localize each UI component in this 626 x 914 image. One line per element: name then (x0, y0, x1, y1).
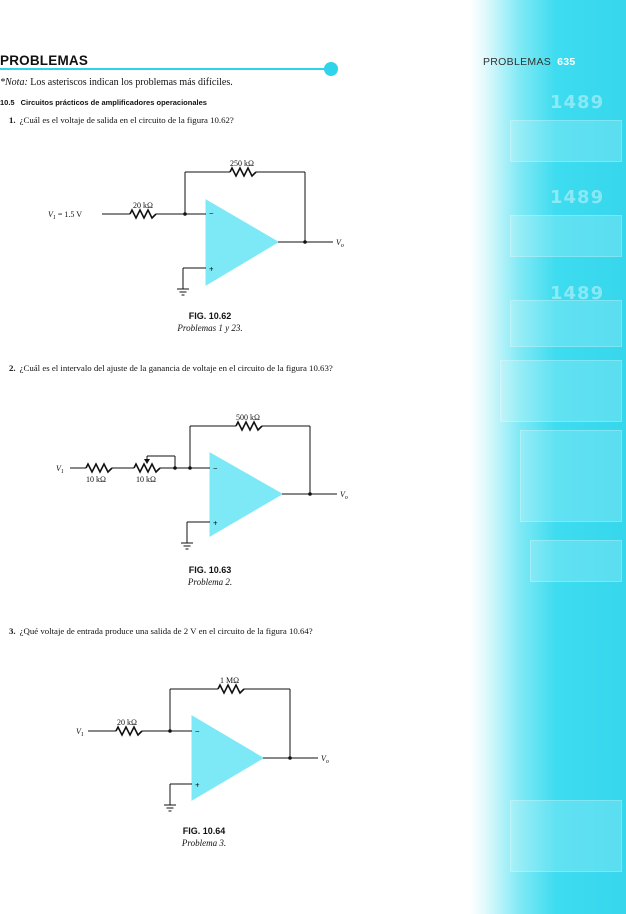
opamp-triangle (209, 452, 284, 537)
problem-1: 1.¿Cuál es el voltaje de salida en el ci… (9, 115, 234, 125)
title-rule (0, 68, 332, 70)
figure-caption: FIG. 10.64 (182, 826, 226, 836)
fig-10-62-circuit (102, 166, 333, 296)
output-voltage-label: Vo (321, 754, 329, 765)
problem-text: ¿Cuál es el intervalo del ajuste de la g… (19, 363, 333, 373)
feedback-resistor-label: 250 kΩ (230, 159, 254, 168)
junction-dot (303, 240, 307, 244)
problem-text: ¿Cuál es el voltaje de salida en el circ… (19, 115, 234, 125)
page-title: PROBLEMAS (0, 53, 89, 68)
resistor-zigzag (129, 208, 157, 220)
sidebar-chip-shape (500, 360, 622, 422)
junction-dot (308, 492, 312, 496)
fig-10-64-circuit (88, 683, 318, 812)
figure-subcaption: Problemas 1 y 23. (177, 323, 243, 333)
sidebar-chip-shape (510, 120, 622, 162)
junction-dot (168, 729, 172, 733)
input-voltage-label: V1 = 1.5 V (48, 210, 82, 221)
junction-dot (188, 466, 192, 470)
running-title: PROBLEMAS (483, 56, 552, 68)
note: *Nota: Los asteriscos indican los proble… (0, 77, 233, 88)
figure-subcaption: Problema 3. (181, 838, 227, 848)
output-voltage-label: Vo (336, 238, 344, 249)
noninverting-input-sign: + (209, 265, 214, 274)
problem-number: 2. (9, 363, 16, 373)
note-label: *Nota: (0, 77, 28, 88)
decorative-sidebar: 1489 1489 1489 (470, 0, 626, 914)
section-title: Circuitos prácticos de amplificadores op… (20, 98, 207, 107)
input-resistor-label: 20 kΩ (117, 718, 137, 727)
sidebar-chip-shape (520, 430, 622, 522)
note-text: Los asteriscos indican los problemas más… (27, 77, 233, 88)
problem-3: 3.¿Qué voltaje de entrada produce una sa… (9, 626, 313, 636)
sidebar-chip-number: 1489 (550, 92, 605, 113)
resistor-zigzag (85, 462, 113, 474)
potentiometer-zigzag (133, 462, 161, 474)
sidebar-chip-shape (510, 215, 622, 257)
inverting-input-sign: − (213, 464, 218, 473)
title-rule-dot (324, 62, 338, 76)
sidebar-chip-shape (510, 300, 622, 347)
resistor-zigzag (115, 725, 143, 737)
junction-dot (183, 212, 187, 216)
section-number: 10.5 (0, 98, 15, 107)
potentiometer-wiper (144, 459, 150, 464)
running-header: PROBLEMAS 635 (483, 56, 575, 68)
input-resistor-label: 10 kΩ (86, 475, 106, 484)
inverting-input-sign: − (195, 727, 200, 736)
feedback-resistor-label: 1 MΩ (220, 676, 239, 685)
figure-subcaption: Problema 2. (187, 577, 233, 587)
sidebar-chip-shape (510, 800, 622, 872)
resistor-zigzag (229, 166, 257, 178)
page-number: 635 (557, 56, 576, 68)
junction-dot (173, 466, 177, 470)
opamp-triangle (205, 199, 279, 286)
junction-dot (288, 756, 292, 760)
resistor-zigzag (217, 683, 245, 695)
figure-caption: FIG. 10.63 (188, 565, 232, 575)
inverting-input-sign: − (209, 209, 214, 218)
potentiometer-label: 10 kΩ (136, 475, 156, 484)
noninverting-input-sign: + (195, 781, 200, 790)
input-voltage-label: V1 (56, 464, 64, 475)
sidebar-chip-shape (530, 540, 622, 582)
problem-text: ¿Qué voltaje de entrada produce una sali… (19, 626, 313, 636)
output-voltage-label: Vo (340, 490, 348, 501)
section-heading: 10.5 Circuitos prácticos de amplificadore… (0, 98, 207, 107)
resistor-zigzag (235, 420, 263, 432)
problem-2: 2.¿Cuál es el intervalo del ajuste de la… (9, 363, 333, 373)
problem-number: 1. (9, 115, 16, 125)
feedback-resistor-label: 500 kΩ (236, 413, 260, 422)
figure-caption: FIG. 10.62 (188, 311, 232, 321)
input-resistor-label: 20 kΩ (133, 201, 153, 210)
problem-number: 3. (9, 626, 16, 636)
sidebar-chip-number: 1489 (550, 187, 605, 208)
opamp-triangle (191, 715, 264, 801)
noninverting-input-sign: + (213, 519, 218, 528)
fig-10-63-circuit (70, 420, 337, 550)
input-voltage-label: V1 (76, 727, 84, 738)
sidebar-chip-number: 1489 (550, 283, 605, 304)
